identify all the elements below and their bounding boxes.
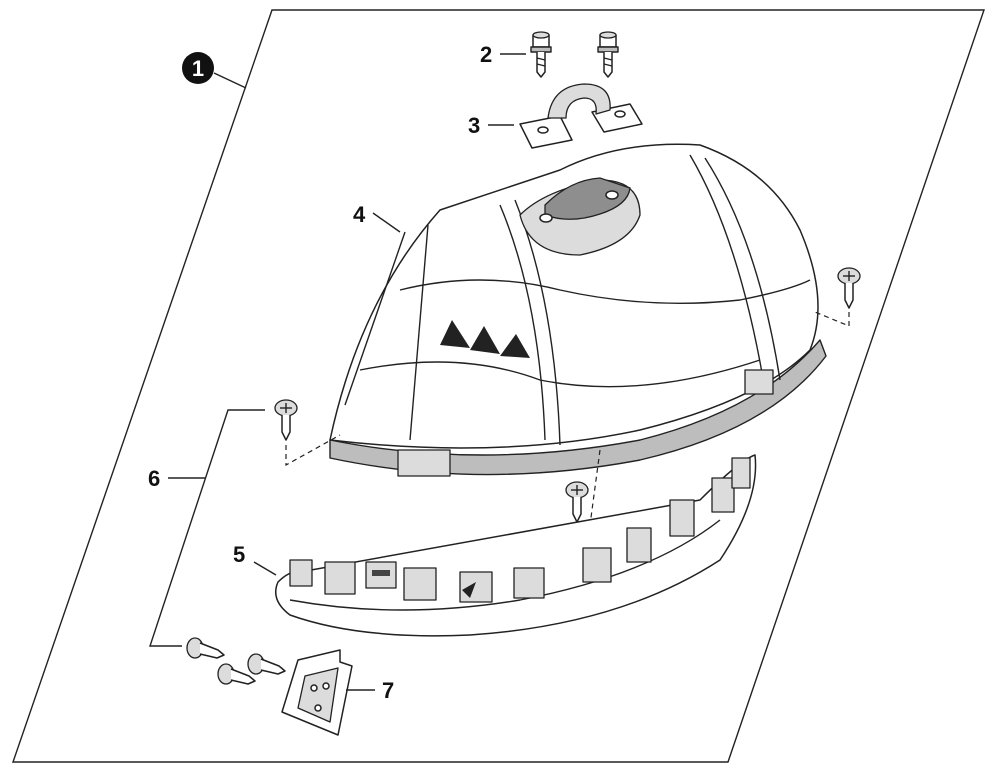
callout-6: 6	[148, 466, 160, 491]
screw-icon	[247, 653, 286, 675]
assembly-frame	[12, 9, 985, 763]
callout-2: 2	[480, 42, 492, 67]
part-5-skirt: 5	[233, 454, 757, 637]
screw-icon	[274, 399, 298, 441]
screw-icon	[186, 637, 225, 659]
callout-4: 4	[353, 202, 366, 227]
bolt-icon	[530, 31, 552, 78]
part-6-screws: 6	[148, 267, 861, 685]
screw-icon	[565, 481, 589, 523]
part-4-guard: 4	[329, 143, 827, 477]
callout-7: 7	[382, 678, 394, 703]
screw-icon	[837, 267, 861, 309]
screw-icon	[217, 663, 256, 685]
callout-5: 5	[233, 542, 245, 567]
part-3-clamp: 3	[468, 83, 643, 149]
assembly-badge-label: 1	[192, 56, 204, 81]
part-2-bolts: 2	[480, 31, 619, 78]
part-7-cutter-blade: 7	[281, 649, 394, 736]
brand-logo-icon	[440, 320, 530, 358]
assembly-badge: 1	[182, 52, 247, 89]
bolt-icon	[597, 31, 619, 78]
callout-3: 3	[468, 113, 480, 138]
